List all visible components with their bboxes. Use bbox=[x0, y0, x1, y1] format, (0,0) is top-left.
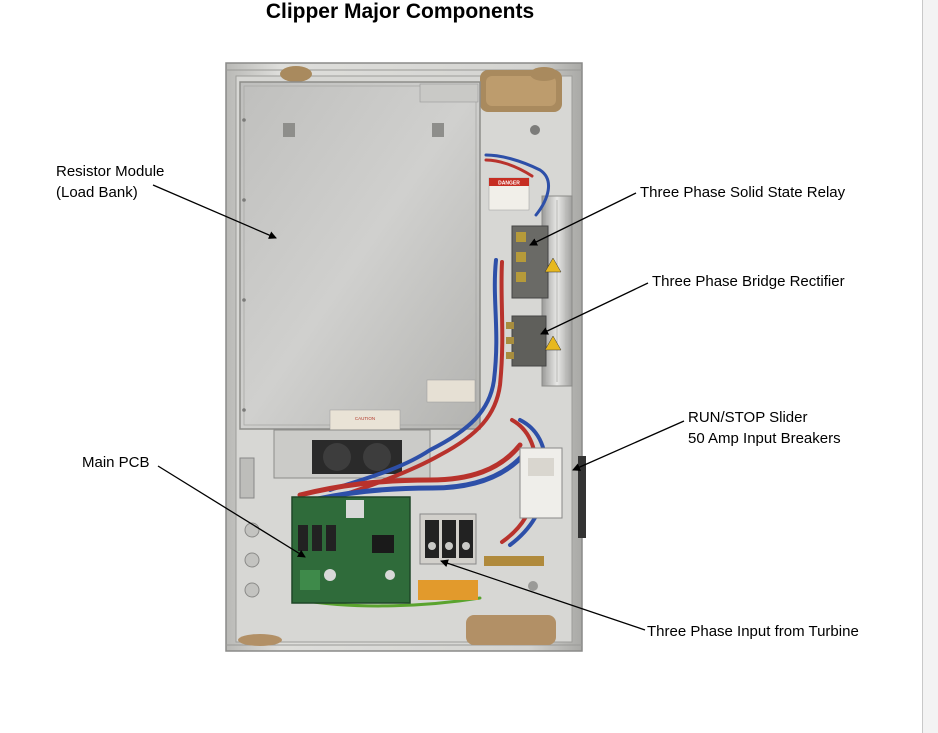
label-run-stop-line1: RUN/STOP Slider bbox=[688, 409, 808, 426]
label-three-phase-input: Three Phase Input from Turbine bbox=[647, 623, 859, 640]
label-resistor-module-line1: Resistor Module bbox=[56, 163, 165, 180]
main-pcb bbox=[291, 496, 411, 604]
cooling-fan bbox=[273, 429, 431, 479]
arrow-resistor-module bbox=[152, 184, 277, 239]
insulation-pads bbox=[238, 66, 562, 646]
knockouts bbox=[239, 457, 260, 598]
input-breakers bbox=[484, 447, 586, 591]
arrow-solid-state-relay bbox=[529, 192, 637, 246]
label-resistor-module-line2: (Load Bank) bbox=[56, 184, 138, 201]
label-run-stop: RUN/STOP Slider 50 Amp Input Breakers bbox=[688, 407, 841, 449]
label-solid-state-relay: Three Phase Solid State Relay bbox=[640, 184, 846, 201]
page-margin bbox=[923, 0, 938, 733]
danger-label: DANGER bbox=[498, 181, 520, 187]
caution-label: CAUTION bbox=[355, 416, 375, 421]
resistor-module: CAUTION bbox=[239, 81, 481, 433]
bridge-rectifier bbox=[506, 315, 562, 367]
page-title: Clipper Major Components bbox=[265, 0, 535, 23]
label-main-pcb: Main PCB bbox=[82, 454, 150, 471]
arrow-three-phase-input bbox=[440, 559, 646, 631]
label-run-stop-line2: 50 Amp Input Breakers bbox=[688, 430, 841, 447]
arrow-main-pcb bbox=[157, 465, 306, 558]
page-edge bbox=[922, 0, 923, 733]
right-column: DANGER bbox=[488, 125, 540, 211]
arrow-run-stop bbox=[572, 420, 685, 471]
label-resistor-module: Resistor Module (Load Bank) bbox=[56, 161, 164, 203]
solid-state-relay bbox=[511, 225, 562, 299]
input-terminal-block bbox=[418, 513, 478, 600]
label-bridge-rectifier: Three Phase Bridge Rectifier bbox=[652, 273, 845, 290]
arrow-bridge-rectifier bbox=[540, 282, 649, 335]
